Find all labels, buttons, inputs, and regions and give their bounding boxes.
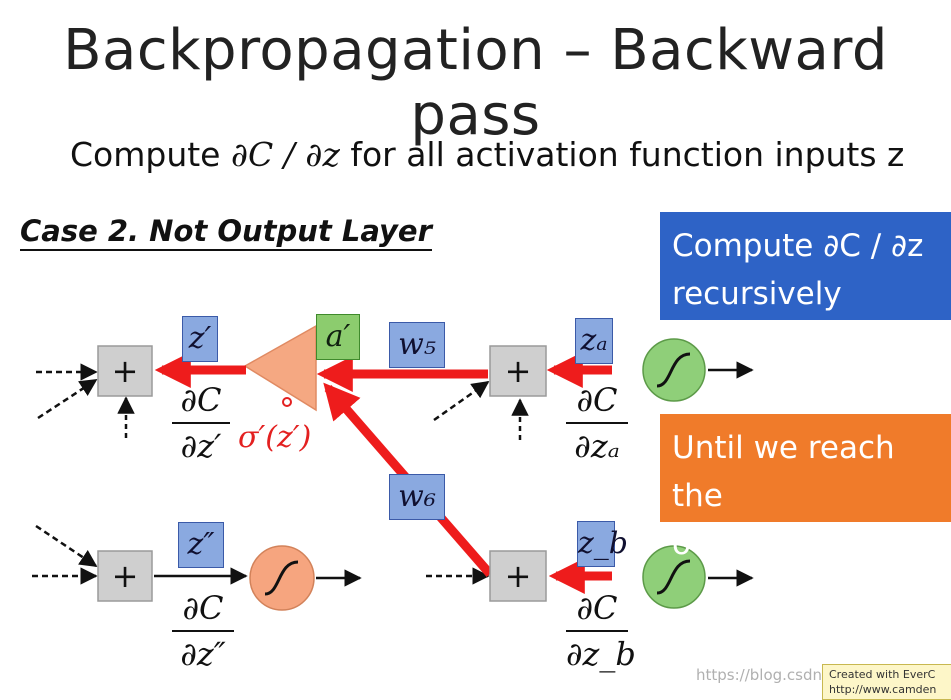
label-z-double-prime: z″ — [178, 522, 224, 568]
label-z-a: zₐ — [575, 318, 613, 364]
watermark: https://blog.csdn.net — [696, 666, 852, 684]
subtitle-formula: ∂C / ∂z — [230, 135, 340, 174]
sigmoid-node — [642, 338, 706, 402]
fraction-numerator: ∂C — [180, 381, 222, 419]
page-title: Backpropagation – Backward pass — [63, 18, 888, 148]
adder-node — [97, 345, 153, 397]
fraction-bar — [566, 422, 628, 424]
fraction-bar — [172, 630, 234, 632]
fraction-bar — [172, 422, 230, 424]
sigma-derivative: σ′(z′) — [238, 420, 312, 455]
fraction-denominator: ∂z_b — [566, 635, 636, 673]
subtitle-prefix: Compute — [70, 135, 231, 174]
adder-node — [489, 550, 547, 602]
fraction-dC-dzb: ∂C ∂z_b — [566, 588, 636, 674]
adder-node — [97, 550, 153, 602]
plus-sign: + — [505, 352, 532, 390]
creator-badge: Created with EverC http://www.camden — [822, 664, 951, 700]
callout-recursive: Compute ∂C / ∂z recursively — [660, 212, 951, 320]
subtitle: Compute ∂C / ∂z for all activation funct… — [70, 135, 904, 174]
dashed-input-arrow — [37, 378, 98, 420]
fraction-numerator: ∂C — [182, 589, 224, 627]
fraction-denominator: ∂z″ — [180, 635, 226, 673]
case-heading: Case 2. Not Output Layer — [20, 214, 432, 251]
sigmoid-curve-icon — [264, 560, 299, 596]
badge-line: Created with EverC — [829, 668, 936, 681]
fraction-bar — [566, 630, 628, 632]
sigma-dot-icon — [282, 397, 292, 407]
plus-sign: + — [505, 557, 532, 595]
dashed-input-arrow — [35, 524, 98, 568]
fraction-dC-dza: ∂C ∂zₐ — [566, 380, 628, 466]
callout-line: Compute ∂C / ∂z — [672, 228, 924, 264]
sigmoid-curve-icon — [656, 352, 691, 388]
label-z-b: z_b — [577, 521, 628, 567]
subtitle-suffix: for all activation function inputs z — [339, 135, 905, 174]
fraction-denominator: ∂zₐ — [574, 427, 620, 465]
plus-sign: + — [112, 352, 139, 390]
label-z-prime: z′ — [182, 316, 218, 362]
fraction-dC-dz-double-prime: ∂C ∂z″ — [172, 588, 234, 674]
callout-line: output layer ...... — [672, 526, 931, 562]
sigmoid-node — [249, 545, 315, 611]
dashed-input-arrow — [433, 380, 490, 422]
plus-sign: + — [112, 557, 139, 595]
fraction-numerator: ∂C — [576, 589, 618, 627]
callout-output-layer: Until we reach the output layer ...... — [660, 414, 951, 562]
fraction-denominator: ∂z′ — [180, 427, 222, 465]
adder-node — [489, 345, 547, 397]
label-w5: w₅ — [389, 322, 445, 368]
activation-triangle — [243, 324, 317, 412]
label-w6: w₆ — [389, 474, 445, 520]
callout-line: Until we reach the — [672, 430, 895, 514]
fraction-numerator: ∂C — [576, 381, 618, 419]
callout-line: recursively — [672, 276, 842, 312]
badge-link[interactable]: http://www.camden — [829, 683, 937, 696]
fraction-dC-dz-prime: ∂C ∂z′ — [172, 380, 230, 466]
label-a-prime: a′ — [316, 314, 360, 360]
sigmoid-curve-icon — [656, 559, 691, 595]
